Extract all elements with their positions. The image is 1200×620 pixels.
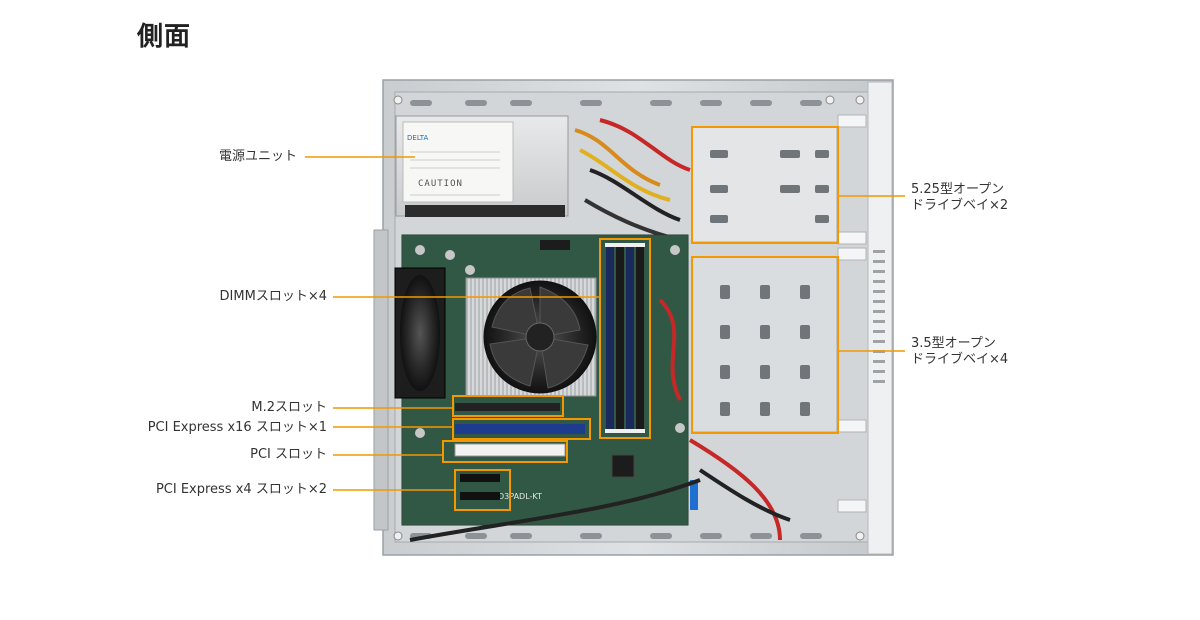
label-bay525-line2: ドライブベイ×2 xyxy=(911,198,1009,213)
dimm-slots xyxy=(605,243,645,433)
label-psu: 電源ユニット xyxy=(218,149,297,164)
label-m2: M.2スロット xyxy=(251,400,327,415)
drive-bays xyxy=(691,114,867,513)
label-pci: PCI スロット xyxy=(250,447,327,462)
highlight-dimm xyxy=(599,238,651,439)
highlight-pcie-x16 xyxy=(452,418,591,440)
board-model-text: D3PADL-KT xyxy=(498,492,542,501)
label-bay525-line1: 5.25型オープン xyxy=(911,182,1005,197)
rear-fan xyxy=(394,267,446,399)
expansion-slots xyxy=(454,403,585,500)
cpu-cooler xyxy=(465,277,597,397)
psu-brand-text: DELTA xyxy=(407,134,428,142)
label-bay35-line1: 3.5型オープン xyxy=(911,336,996,351)
page-title: 側面 xyxy=(137,22,192,52)
highlight-m2 xyxy=(452,395,564,417)
label-pcie-x4: PCI Express x4 スロット×2 xyxy=(155,482,327,497)
label-bay525: 5.25型オープン ドライブベイ×2 xyxy=(911,182,1008,214)
psu-caution-text: CAUTION xyxy=(418,179,463,189)
label-dimm: DIMMスロット×4 xyxy=(219,289,327,304)
highlight-bay35 xyxy=(691,256,839,434)
sata-cables xyxy=(409,298,791,542)
label-bay35-line2: ドライブベイ×4 xyxy=(911,352,1009,367)
power-supply-unit: DELTA CAUTION xyxy=(395,115,569,217)
highlight-boxes xyxy=(442,126,839,511)
leader-lines xyxy=(305,156,905,491)
highlight-pci xyxy=(442,440,568,463)
highlight-bay525 xyxy=(691,126,839,244)
label-bay35: 3.5型オープン ドライブベイ×4 xyxy=(911,336,1008,368)
label-pcie-x16: PCI Express x16 スロット×1 xyxy=(147,420,327,435)
